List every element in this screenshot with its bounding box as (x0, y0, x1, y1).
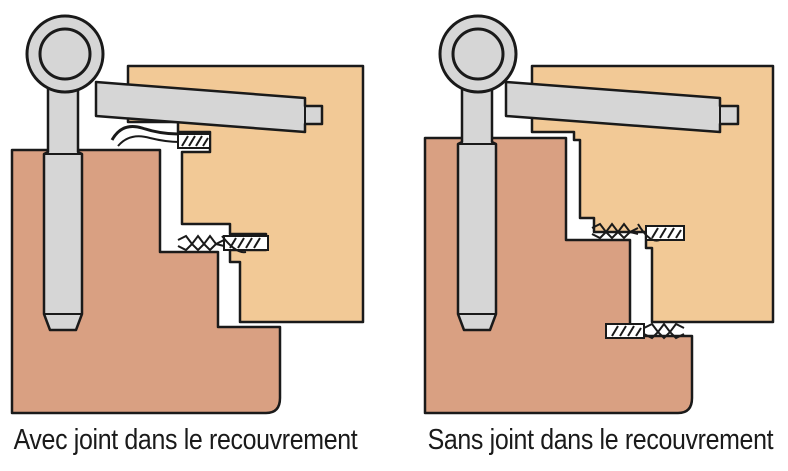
caption-with-seal: Avec joint dans le recouvrement (13, 424, 358, 456)
seal-icon (110, 125, 211, 149)
seal-icon (605, 322, 685, 340)
hinge-icon (25, 14, 324, 332)
door-section-drawing (423, 14, 775, 415)
caption-without-seal: Sans joint dans le recouvrement (427, 424, 774, 456)
hinge-icon (438, 14, 740, 332)
seal-icon (591, 222, 685, 242)
diagram-without-seal-in-overlap: Sans joint dans le recouvrement (394, 0, 788, 471)
diagram-with-seal-in-overlap: Avec joint dans le recouvrement (10, 14, 365, 456)
door-section-drawing (10, 14, 365, 415)
seal-icon (177, 234, 269, 254)
